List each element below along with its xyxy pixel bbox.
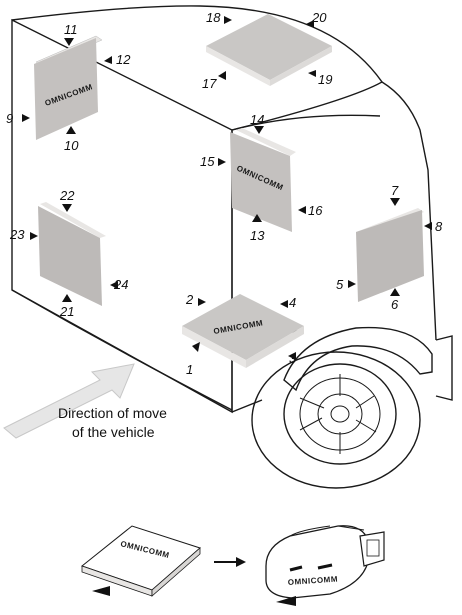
sensor-label-18: 18 — [206, 10, 221, 25]
orientation-arrow-icon — [276, 596, 296, 606]
sensor-label-22: 22 — [59, 188, 75, 203]
connector-brand: OMNICOMM — [288, 575, 339, 587]
direction-caption-line1: Direction of move — [58, 405, 167, 421]
sensor-label-12: 12 — [116, 52, 131, 67]
orientation-arrow-icon — [22, 16, 432, 360]
sensor-number-labels: 1 2 3 4 5 6 7 8 9 10 11 12 13 14 15 16 1… — [6, 10, 443, 377]
sensor-left-upper: OMNICOMM — [34, 35, 103, 140]
sensor-label-3: 3 — [289, 351, 297, 366]
sensor-label-20: 20 — [311, 10, 327, 25]
sensor-front — [356, 208, 424, 302]
wheel — [251, 326, 433, 489]
sensor-label-15: 15 — [200, 154, 215, 169]
sensor-label-8: 8 — [435, 219, 443, 234]
sensor-label-10: 10 — [64, 138, 79, 153]
sensor-label-11: 11 — [64, 22, 78, 37]
sensor-roof — [206, 14, 332, 86]
sensor-label-9: 9 — [6, 111, 13, 126]
direction-caption-line2: of the vehicle — [72, 424, 155, 440]
orientation-arrow-icon — [92, 586, 110, 596]
vehicle-body-outline — [11, 5, 453, 414]
sensor-floor: OMNICOMM — [182, 294, 304, 368]
sensor-label-4: 4 — [289, 295, 296, 310]
obd-connector-icon: OMNICOMM — [265, 525, 385, 606]
sensor-label-14: 14 — [250, 112, 264, 127]
sensor-label-13: 13 — [250, 228, 265, 243]
sensor-label-24: 24 — [113, 277, 128, 292]
sensor-left-lower — [38, 202, 106, 306]
sensor-label-2: 2 — [185, 292, 194, 307]
sensor-label-5: 5 — [336, 277, 344, 292]
sensor-cab-upper: OMNICOMM — [230, 128, 296, 232]
transfer-arrow-icon — [214, 557, 246, 567]
sensor-label-21: 21 — [59, 304, 74, 319]
sensor-label-7: 7 — [391, 183, 399, 198]
direction-arrow-icon — [3, 363, 135, 439]
sensor-label-19: 19 — [318, 72, 332, 87]
sensor-label-23: 23 — [9, 227, 25, 242]
sensor-label-17: 17 — [202, 76, 217, 91]
sensor-label-6: 6 — [391, 297, 399, 312]
bottom-sensor-device: OMNICOMM — [80, 525, 201, 597]
sensor-label-1: 1 — [186, 362, 193, 377]
sensor-label-16: 16 — [308, 203, 323, 218]
